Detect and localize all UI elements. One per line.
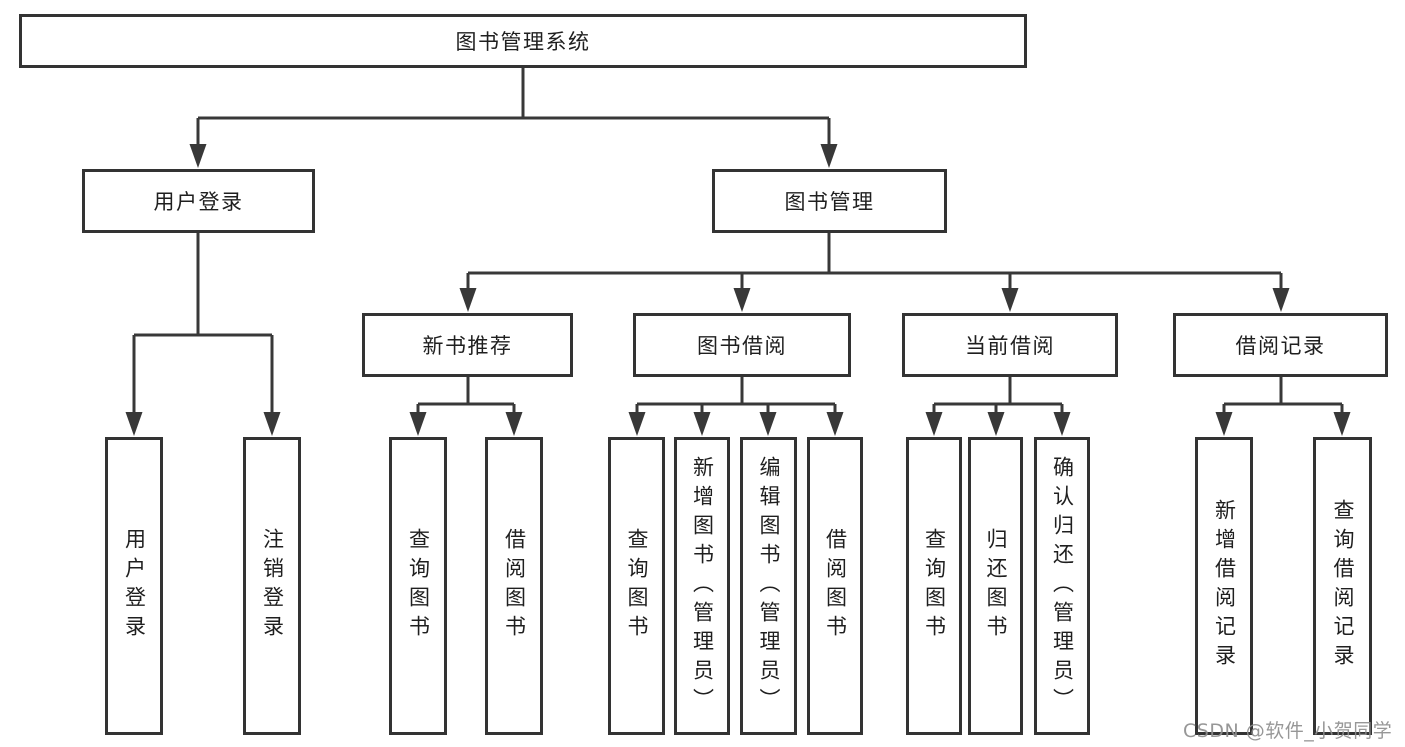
leaf-borrow-book-recommend: 借阅图书 [485, 437, 543, 735]
node-label: 图书借阅 [697, 334, 787, 358]
leaf-user-login: 用户登录 [105, 437, 163, 735]
node-label: 新书推荐 [422, 334, 513, 358]
arrowheads [125, 144, 1351, 436]
node-label: 新增借阅记录 [1212, 499, 1237, 673]
node-book-management-system: 图书管理系统 [19, 14, 1027, 68]
leaf-logout: 注销登录 [243, 437, 301, 735]
node-label: 当前借阅 [965, 334, 1055, 358]
node-label: 查询图书 [406, 528, 431, 644]
csdn-watermark: CSDN @软件_小贺同学 [1183, 720, 1393, 742]
node-label: 归还图书 [984, 528, 1008, 644]
node-label: 查询借阅记录 [1331, 499, 1355, 673]
leaf-query-book-borrow: 查询图书 [608, 437, 665, 735]
node-label: 查询图书 [625, 528, 649, 644]
leaf-query-borrow-record: 查询借阅记录 [1313, 437, 1372, 735]
node-label: 注销登录 [260, 528, 285, 644]
node-book-borrow: 图书借阅 [633, 313, 851, 377]
node-current-borrow: 当前借阅 [902, 313, 1118, 377]
leaf-borrow-book: 借阅图书 [807, 437, 863, 735]
node-label: 图书管理系统 [455, 30, 591, 54]
node-label: 编辑图书（管理员） [757, 455, 781, 717]
leaf-add-borrow-record: 新增借阅记录 [1195, 437, 1253, 735]
leaf-query-book-recommend: 查询图书 [389, 437, 447, 735]
leaf-query-book-current: 查询图书 [906, 437, 962, 735]
node-label: 确认归还（管理员） [1050, 455, 1075, 717]
node-label: 借阅图书 [823, 528, 848, 644]
node-label: 用户登录 [122, 528, 147, 644]
node-new-book-recommend: 新书推荐 [362, 313, 573, 377]
node-label: 查询图书 [922, 528, 947, 644]
node-user-login: 用户登录 [82, 169, 315, 233]
node-label: 图书管理 [784, 190, 875, 214]
node-label: 借阅记录 [1235, 334, 1326, 358]
node-book-management: 图书管理 [712, 169, 947, 233]
tree-edges [132, 68, 1344, 414]
leaf-edit-book-admin: 编辑图书（管理员） [740, 437, 797, 735]
node-label: 用户登录 [153, 190, 244, 214]
leaf-confirm-return-admin: 确认归还（管理员） [1034, 437, 1090, 735]
node-label: 借阅图书 [502, 528, 527, 644]
leaf-add-book-admin: 新增图书（管理员） [674, 437, 730, 735]
node-label: 新增图书（管理员） [690, 455, 715, 717]
node-borrow-record: 借阅记录 [1173, 313, 1388, 377]
leaf-return-book: 归还图书 [968, 437, 1023, 735]
